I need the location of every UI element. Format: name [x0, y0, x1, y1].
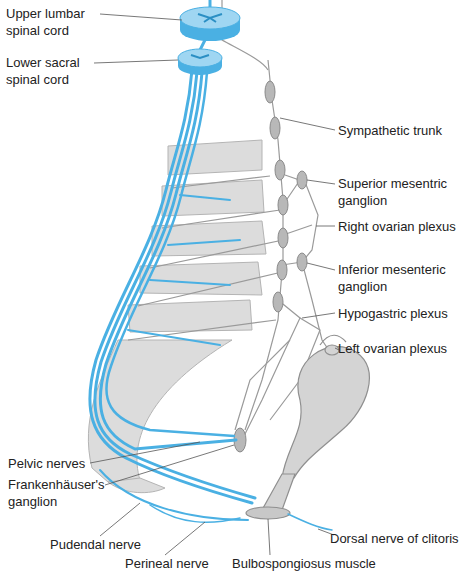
- ganglion: [278, 195, 288, 215]
- part-label: Bulbospongiosus muscle: [232, 555, 402, 572]
- sacrum: [88, 340, 232, 482]
- leader-line: [307, 180, 335, 184]
- grey-matter: [198, 14, 222, 22]
- nerve: [90, 70, 252, 503]
- bulbospongiosus: [246, 507, 290, 519]
- vagina: [262, 474, 295, 510]
- uterus-group: [246, 335, 369, 519]
- leader-line: [94, 60, 178, 63]
- dorsal-nerve: [288, 514, 332, 530]
- part-label: Frankenhäuser's ganglion: [8, 476, 108, 510]
- part-label: Inferior mesenteric ganglion: [338, 261, 458, 295]
- leader-line: [90, 442, 200, 463]
- ganglion: [277, 260, 287, 280]
- cord-section: [180, 7, 240, 29]
- ganglion: [270, 117, 280, 139]
- ganglion: [297, 171, 307, 189]
- leader-line: [268, 519, 270, 555]
- part-label: Sympathetic trunk: [338, 122, 463, 139]
- vertebra: [152, 221, 266, 256]
- part-label: Dorsal nerve of clitoris: [330, 530, 468, 547]
- leader-line: [165, 522, 205, 555]
- nerve: [95, 72, 255, 498]
- part-label: Lower sacral spinal cord: [6, 54, 98, 88]
- ganglion: [265, 81, 275, 103]
- ovary: [325, 345, 339, 355]
- cord-section: [178, 49, 222, 67]
- pelvic-nerves: [90, 70, 332, 530]
- pudendal-nerve: [100, 470, 248, 520]
- part-label: Perineal nerve: [125, 555, 235, 572]
- ganglion: [273, 292, 283, 312]
- ganglion: [275, 160, 285, 180]
- sympathetic-trunk: [245, 60, 283, 430]
- leader-line: [100, 503, 140, 536]
- perineal-nerve: [150, 505, 240, 522]
- leader-line: [316, 226, 335, 227]
- part-label: Upper lumbar spinal cord: [6, 5, 98, 39]
- leader-line: [307, 263, 335, 270]
- nerve: [100, 72, 236, 449]
- leader-line: [105, 445, 234, 485]
- cord: [200, 40, 205, 50]
- nerve: [106, 72, 234, 436]
- part-label: Superior mesentric ganglion: [338, 175, 458, 209]
- part-label: Hypogastric plexus: [338, 305, 466, 322]
- ganglion: [278, 228, 288, 248]
- ganglia: [234, 81, 307, 452]
- ganglion: [297, 253, 307, 271]
- uterus: [282, 347, 369, 478]
- leader-line: [100, 14, 182, 20]
- part-label: Left ovarian plexus: [338, 340, 466, 357]
- leader-line: [302, 313, 335, 318]
- grey-matter: [191, 55, 209, 58]
- part-label: Pelvic nerves: [8, 455, 128, 472]
- vertebra: [140, 262, 262, 295]
- vertebra: [128, 300, 252, 332]
- nerve-branch: [128, 195, 240, 345]
- spinal-cord: [178, 0, 240, 75]
- part-label: Right ovarian plexus: [338, 218, 466, 235]
- part-label: Pudendal nerve: [50, 536, 170, 553]
- leader-lines: [90, 14, 339, 555]
- leader-line: [280, 118, 335, 130]
